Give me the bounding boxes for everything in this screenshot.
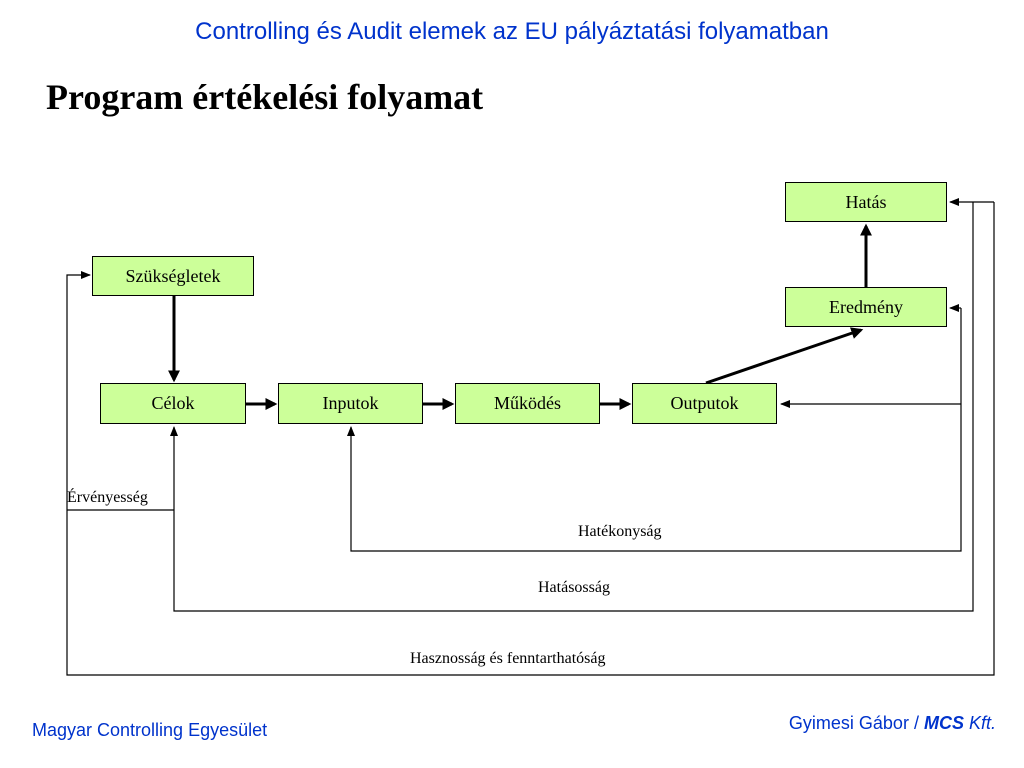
- box-celok: Célok: [100, 383, 246, 424]
- label-hasznossag: Hasznosság és fenntarthatóság: [410, 650, 606, 667]
- label-hatasossag: Hatásosság: [538, 579, 610, 596]
- footer-company-name: MCS: [923, 713, 964, 733]
- footer-author: Gyimesi Gábor / MCS Kft.: [789, 713, 996, 734]
- box-hatas: Hatás: [785, 182, 947, 222]
- label-ervenyesseg: Érvényesség: [67, 489, 148, 506]
- footer-company-suffix: Kft.: [968, 713, 996, 733]
- loop-hatekonysag-line: [347, 308, 962, 552]
- slide-title: Program értékelési folyamat: [46, 77, 484, 117]
- label-hatekonysag: Hatékonyság: [578, 523, 662, 540]
- box-szuksegletek: Szükségletek: [92, 256, 254, 296]
- box-eredmeny: Eredmény: [785, 287, 947, 327]
- arrow-outputok-eredmeny: [705, 327, 864, 385]
- box-outputok: Outputok: [632, 383, 777, 424]
- loop-hatasossag-line: [170, 202, 974, 612]
- box-mukodes: Működés: [455, 383, 600, 424]
- header-title: Controlling és Audit elemek az EU pályáz…: [195, 18, 829, 45]
- footer-organization: Magyar Controlling Egyesület: [32, 720, 268, 740]
- loop-hasznossag-line: [66, 202, 995, 676]
- footer-author-name: Gyimesi Gábor /: [788, 713, 919, 733]
- box-inputok: Inputok: [278, 383, 423, 424]
